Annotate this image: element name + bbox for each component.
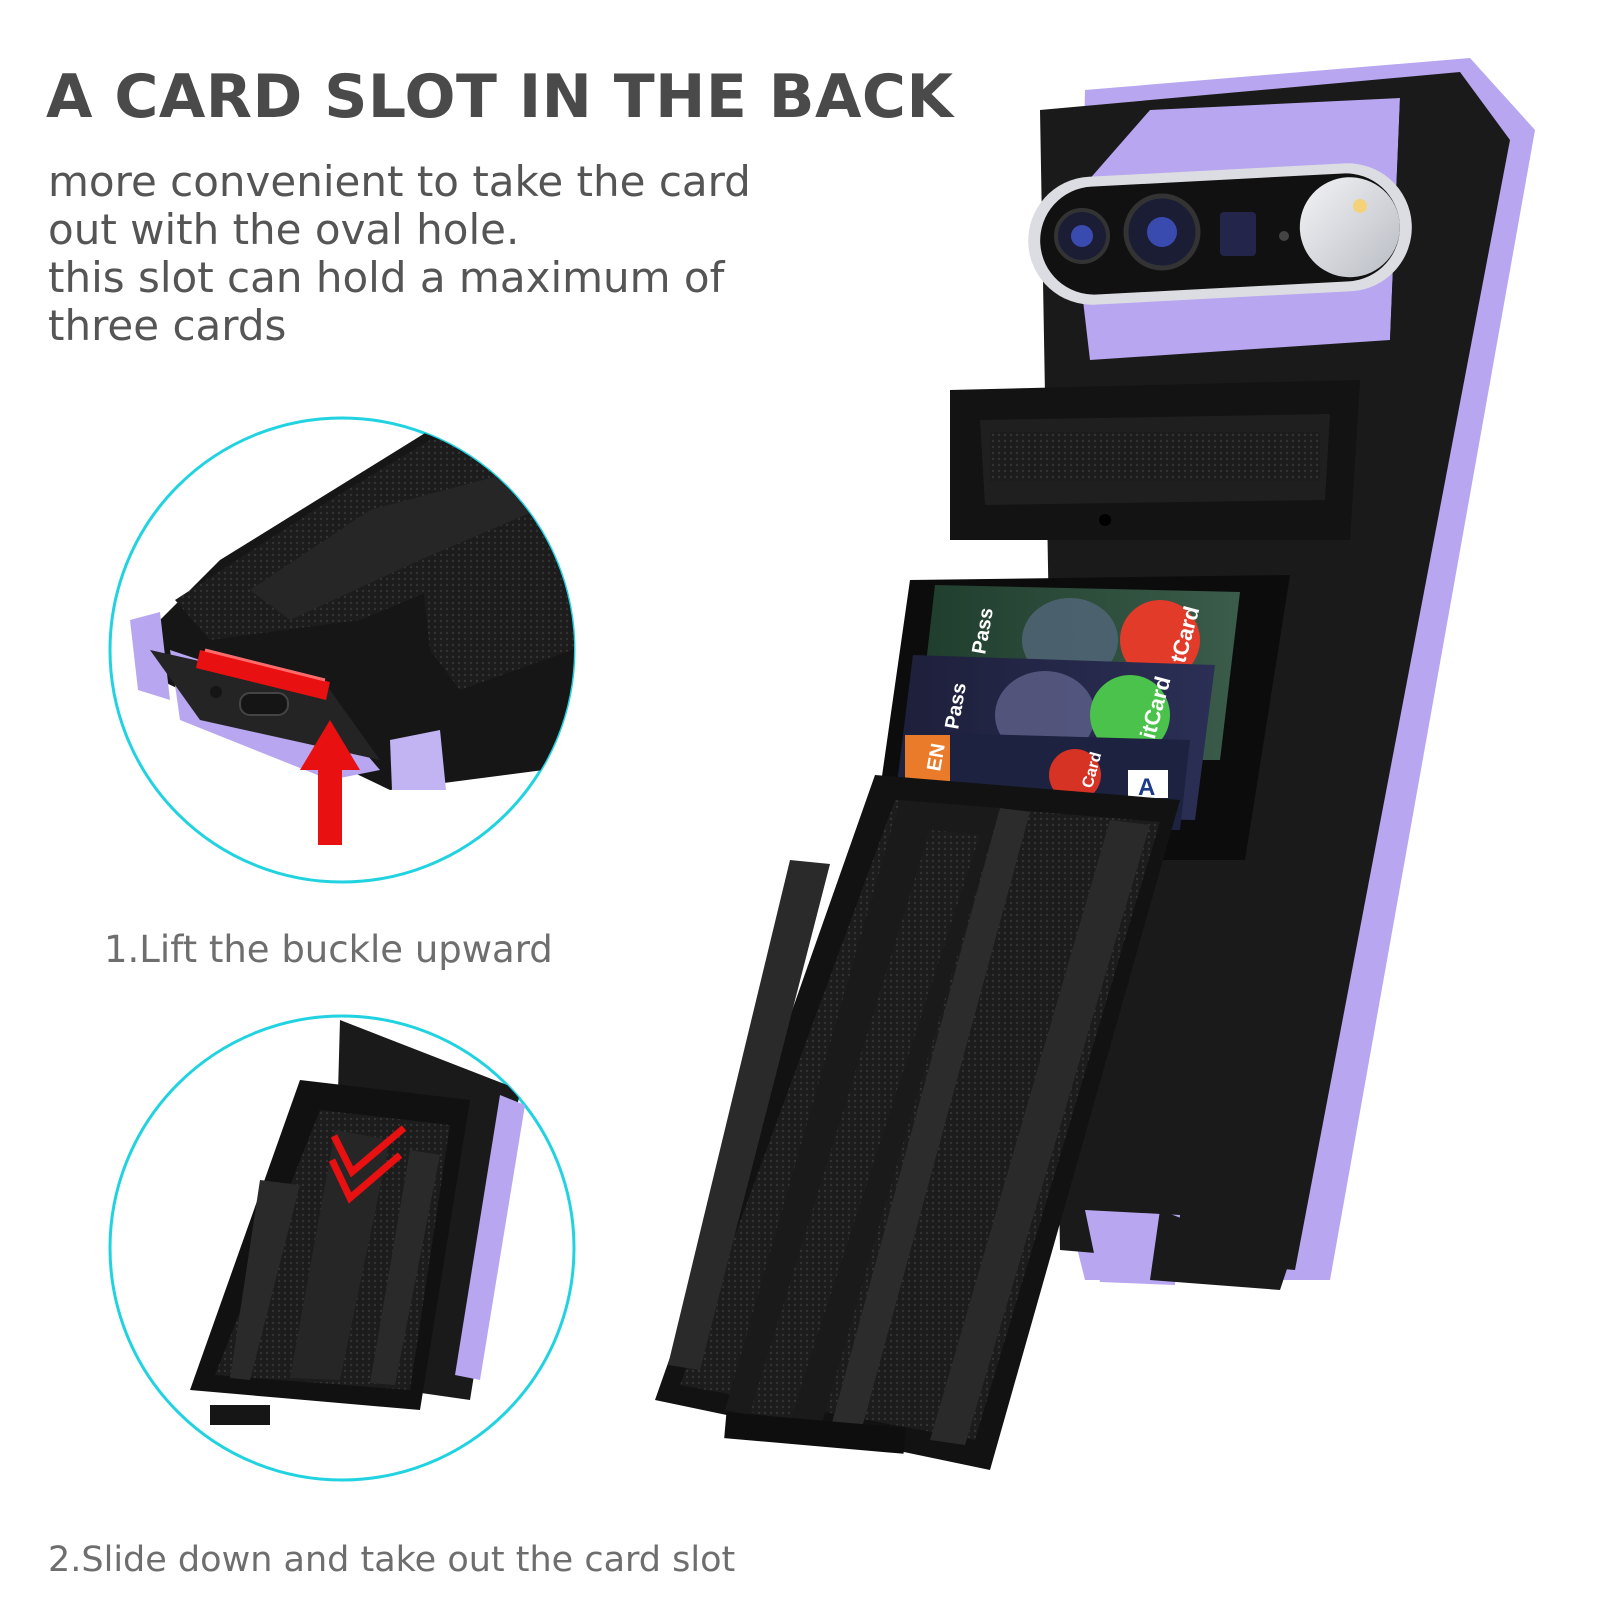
detail-circle-slide [108,1014,576,1482]
step-1-label: 1.Lift the buckle upward [104,928,553,971]
double-chevron-down-icon [328,1125,407,1204]
description-line: this slot can hold a maximum of [48,253,725,302]
card-brand: EN [923,742,949,773]
description-line: three cards [48,301,287,350]
inserted-cards: tCard Pass itCard Pass EN Card A [890,585,1240,830]
up-arrow-icon [300,720,360,845]
detail-circle-lift [108,416,576,884]
page-headline: A CARD SLOT IN THE BACK [46,62,954,132]
description-line: more convenient to take the card [48,157,751,206]
description-block: more convenient to take the card out wit… [48,158,868,350]
card-extra: A [1138,774,1155,801]
description-line: out with the oval hole. [48,205,520,254]
phone-case-main: tCard Pass itCard Pass EN Card A [655,58,1535,1470]
step-2-label: 2.Slide down and take out the card slot [48,1540,736,1580]
